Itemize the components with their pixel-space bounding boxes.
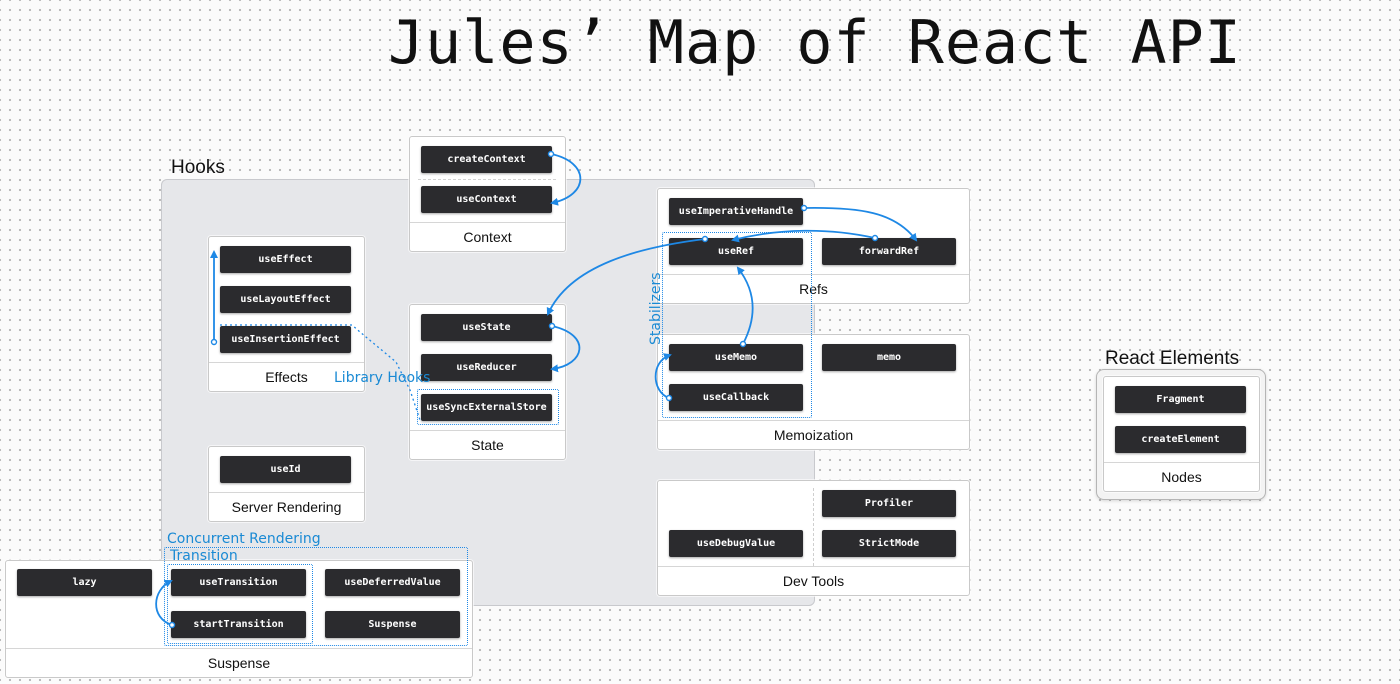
api-useeffect[interactable]: useEffect (220, 246, 351, 273)
api-useinsertioneffect[interactable]: useInsertionEffect (220, 326, 351, 353)
page-title: Jules’ Map of React API (388, 8, 1242, 78)
api-usetransition[interactable]: useTransition (171, 569, 306, 596)
suspense-card-label: Suspense (6, 648, 472, 677)
state-card-label: State (410, 430, 565, 459)
context-card-label: Context (410, 222, 565, 251)
api-useimperativehandle[interactable]: useImperativeHandle (669, 198, 803, 225)
api-usecallback[interactable]: useCallback (669, 384, 803, 411)
transition-outline (167, 564, 313, 644)
api-fragment[interactable]: Fragment (1115, 386, 1246, 413)
library-hooks-outline-state (417, 389, 559, 425)
nodes-card-label: Nodes (1104, 462, 1259, 491)
api-useid[interactable]: useId (220, 456, 351, 483)
transition-annotation: Transition (170, 548, 238, 564)
dev-tools-divider (813, 488, 814, 566)
memoization-card-label: Memoization (658, 420, 969, 449)
api-createcontext[interactable]: createContext (421, 146, 552, 173)
server-rendering-card-label: Server Rendering (209, 492, 364, 521)
api-usememo[interactable]: useMemo (669, 344, 803, 371)
api-memo[interactable]: memo (822, 344, 956, 371)
api-profiler[interactable]: Profiler (822, 490, 956, 517)
dev-tools-card-label: Dev Tools (658, 566, 969, 595)
api-usedeferredvalue[interactable]: useDeferredValue (325, 569, 460, 596)
api-strictmode[interactable]: StrictMode (822, 530, 956, 557)
stabilizers-outline (662, 232, 812, 418)
library-hooks-annotation: Library Hooks (334, 370, 431, 386)
hooks-group-label: Hooks (171, 157, 225, 178)
api-usereducer[interactable]: useReducer (421, 354, 552, 381)
api-uselayouteffect[interactable]: useLayoutEffect (220, 286, 351, 313)
api-usesyncexternalstore[interactable]: useSyncExternalStore (421, 394, 552, 421)
api-createelement[interactable]: createElement (1115, 426, 1246, 453)
refs-card-label: Refs (658, 274, 969, 303)
api-usestate[interactable]: useState (421, 314, 552, 341)
api-usecontext[interactable]: useContext (421, 186, 552, 213)
api-forwardref[interactable]: forwardRef (822, 238, 956, 265)
stabilizers-annotation: Stabilizers (648, 272, 664, 345)
api-starttransition[interactable]: startTransition (171, 611, 306, 638)
api-suspense[interactable]: Suspense (325, 611, 460, 638)
concurrent-rendering-annotation: Concurrent Rendering (167, 531, 321, 547)
react-elements-label: React Elements (1105, 348, 1240, 369)
context-divider (418, 179, 556, 180)
api-lazy[interactable]: lazy (17, 569, 152, 596)
api-usedebugvalue[interactable]: useDebugValue (669, 530, 803, 557)
